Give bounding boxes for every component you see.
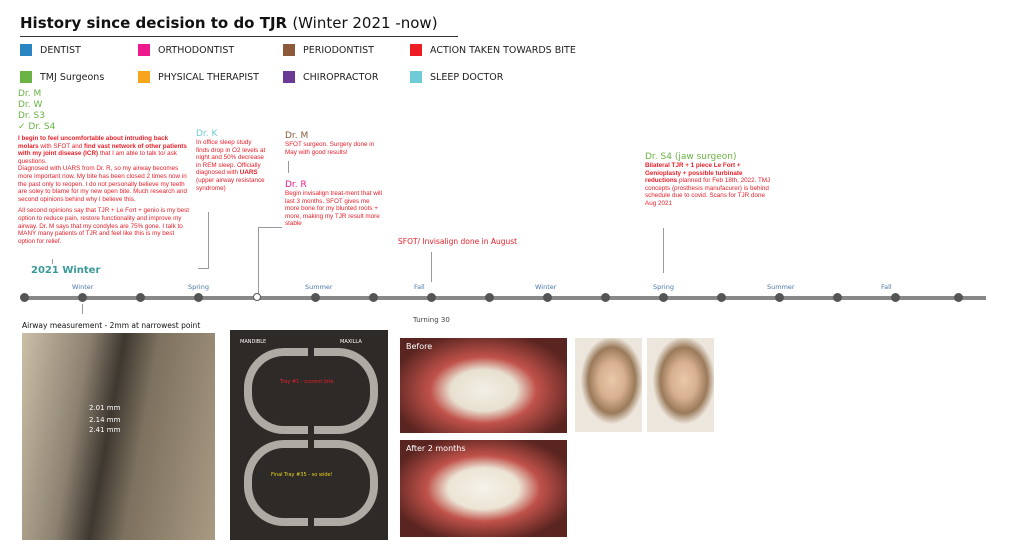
legend-label: TMJ Surgeons — [40, 71, 105, 83]
legend-item: CHIROPRACTOR — [283, 71, 378, 83]
aligner-tray — [314, 348, 378, 434]
aligner-tray — [244, 440, 308, 526]
title-underline — [20, 36, 458, 37]
legend-swatch — [20, 71, 32, 83]
winter-label: 2021 Winter — [31, 265, 101, 276]
timeline-dot — [369, 293, 378, 302]
sfot-note: SFOT/ Invisalign done in August — [398, 237, 518, 246]
connector — [208, 212, 209, 268]
timeline-dot — [485, 293, 494, 302]
legend-item: PHYSICAL THERAPIST — [138, 71, 259, 83]
legend-swatch — [20, 44, 32, 56]
airway-measurement: 2.01 mm — [89, 404, 121, 412]
timeline-dot — [20, 293, 29, 302]
legend-label: SLEEP DOCTOR — [430, 71, 504, 83]
aligner-trays-image: MANDIBLE MAXILLA Tray #1 - current bite … — [230, 330, 388, 540]
tray-35-label: Final Tray #35 - so wide! — [271, 472, 333, 478]
legend-label: ORTHODONTIST — [158, 44, 235, 56]
legend-swatch — [410, 71, 422, 83]
timeline-dot — [253, 293, 261, 301]
timeline-dot — [136, 293, 145, 302]
dr-r-note: Dr. R Begin invisalign treat-ment that w… — [285, 180, 382, 228]
profile-photo-after — [647, 338, 714, 432]
connector — [258, 227, 259, 295]
connector — [258, 227, 282, 228]
dr-s4-note: Dr. S4 (jaw surgeon) Bilateral TJR + 1 p… — [645, 152, 771, 207]
airway-measurement: 2.41 mm — [89, 426, 121, 434]
airway-xray-image: 2.01 mm 2.14 mm 2.41 mm — [22, 333, 215, 540]
surgeon-item: ✓ Dr. S4 — [18, 122, 56, 132]
airway-caption: Airway measurement - 2mm at narrowest po… — [22, 321, 201, 330]
timeline-dot — [833, 293, 842, 302]
dr-k-note: Dr. K In office sleep study finds drop i… — [196, 129, 266, 192]
legend-label: PHYSICAL THERAPIST — [158, 71, 259, 83]
legend-item: ORTHODONTIST — [138, 44, 234, 56]
legend-label: ACTION TAKEN TOWARDS BITE — [430, 44, 576, 56]
dr-m-note: Dr. M SFOT surgeon. Surgery done in May … — [285, 131, 375, 156]
legend-item: ACTION TAKEN TOWARDS BITE — [410, 44, 576, 56]
page-title: History since decision to do TJR (Winter… — [20, 14, 438, 32]
timeline-dot — [659, 293, 668, 302]
season-label: Fall — [881, 283, 892, 291]
legend-label: CHIROPRACTOR — [303, 71, 379, 83]
timeline-dot — [427, 293, 436, 302]
timeline-dot — [954, 293, 963, 302]
connector — [663, 228, 664, 273]
season-label: Spring — [653, 283, 674, 291]
legend-label: PERIODONTIST — [303, 44, 374, 56]
aligner-tray — [244, 348, 308, 434]
maxilla-label: MAXILLA — [340, 339, 362, 345]
winter-note: I begin to feel uncomfortable about intr… — [18, 135, 190, 245]
season-label: Winter — [535, 283, 557, 291]
surgeon-item: Dr. M — [18, 89, 42, 99]
tray-1-label: Tray #1 - current bite — [280, 379, 334, 385]
timeline-dot — [601, 293, 610, 302]
legend-swatch — [138, 44, 150, 56]
connector — [431, 252, 432, 282]
connector — [288, 161, 289, 173]
legend-item: TMJ Surgeons — [20, 71, 104, 83]
timeline-dot — [311, 293, 320, 302]
after-teeth-image: After 2 months — [400, 440, 567, 537]
surgeon-item: Dr. S3 — [18, 111, 45, 121]
after-label: After 2 months — [406, 444, 466, 453]
legend-label: DENTIST — [40, 44, 81, 56]
timeline-dot — [717, 293, 726, 302]
legend-swatch — [283, 71, 295, 83]
connector — [52, 259, 53, 264]
season-label: Fall — [414, 283, 425, 291]
timeline-axis — [22, 296, 986, 300]
season-label: Spring — [188, 283, 209, 291]
surgeon-item: Dr. W — [18, 100, 43, 110]
before-label: Before — [406, 342, 433, 351]
timeline-dot — [775, 293, 784, 302]
legend-item: PERIODONTIST — [283, 44, 374, 56]
timeline-dot — [891, 293, 900, 302]
timeline-dot — [78, 293, 87, 302]
profile-photo-before — [575, 338, 642, 432]
legend-swatch — [283, 44, 295, 56]
before-teeth-image: Before — [400, 338, 567, 433]
season-label: Winter — [72, 283, 94, 291]
season-label: Summer — [767, 283, 795, 291]
timeline-dot — [194, 293, 203, 302]
legend-item: SLEEP DOCTOR — [410, 71, 503, 83]
aligner-tray — [314, 440, 378, 526]
legend-swatch — [410, 44, 422, 56]
turning-30-label: Turning 30 — [413, 316, 450, 324]
mandible-label: MANDIBLE — [240, 339, 267, 345]
legend-swatch — [138, 71, 150, 83]
connector — [82, 304, 83, 314]
season-label: Summer — [305, 283, 333, 291]
connector — [198, 268, 209, 269]
legend-item: DENTIST — [20, 44, 81, 56]
airway-measurement: 2.14 mm — [89, 416, 121, 424]
timeline-dot — [543, 293, 552, 302]
surgeon-list: Dr. M Dr. W Dr. S3 ✓ Dr. S4 — [18, 89, 55, 133]
